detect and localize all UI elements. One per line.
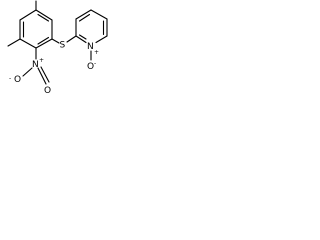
nitro-oxygen-right-bond-b	[40, 66, 50, 83]
nitro-oxygen-right-atom: O	[44, 86, 51, 96]
sulfur-pyridyl-bond	[66, 35, 77, 43]
aryl-sulfur-bond	[51, 38, 60, 44]
methyl-bond-left	[7, 38, 21, 47]
chemical-structure: S N + O - N + O - O	[7, 0, 108, 96]
sulfur-atom: S	[60, 41, 66, 51]
nitro-nitrogen-atom: N	[32, 60, 39, 70]
pyridine-nitrogen-atom: N	[87, 42, 94, 52]
nitro-oxygen-left-atom: O	[14, 75, 21, 85]
n-oxide-oxygen-charge: -	[94, 60, 96, 67]
pyridine-ring	[75, 9, 108, 44]
nitro-oxygen-left-charge: -	[9, 75, 11, 82]
nitro-nitrogen-charge: +	[39, 57, 44, 64]
nitro-oxygen-right-bond-a	[37, 67, 47, 85]
nitro-oxygen-left-bond	[22, 67, 33, 77]
n-oxide-oxygen-atom: O	[87, 62, 94, 72]
pyridine-nitrogen-charge: +	[94, 49, 99, 56]
benzene-ring	[19, 9, 53, 49]
